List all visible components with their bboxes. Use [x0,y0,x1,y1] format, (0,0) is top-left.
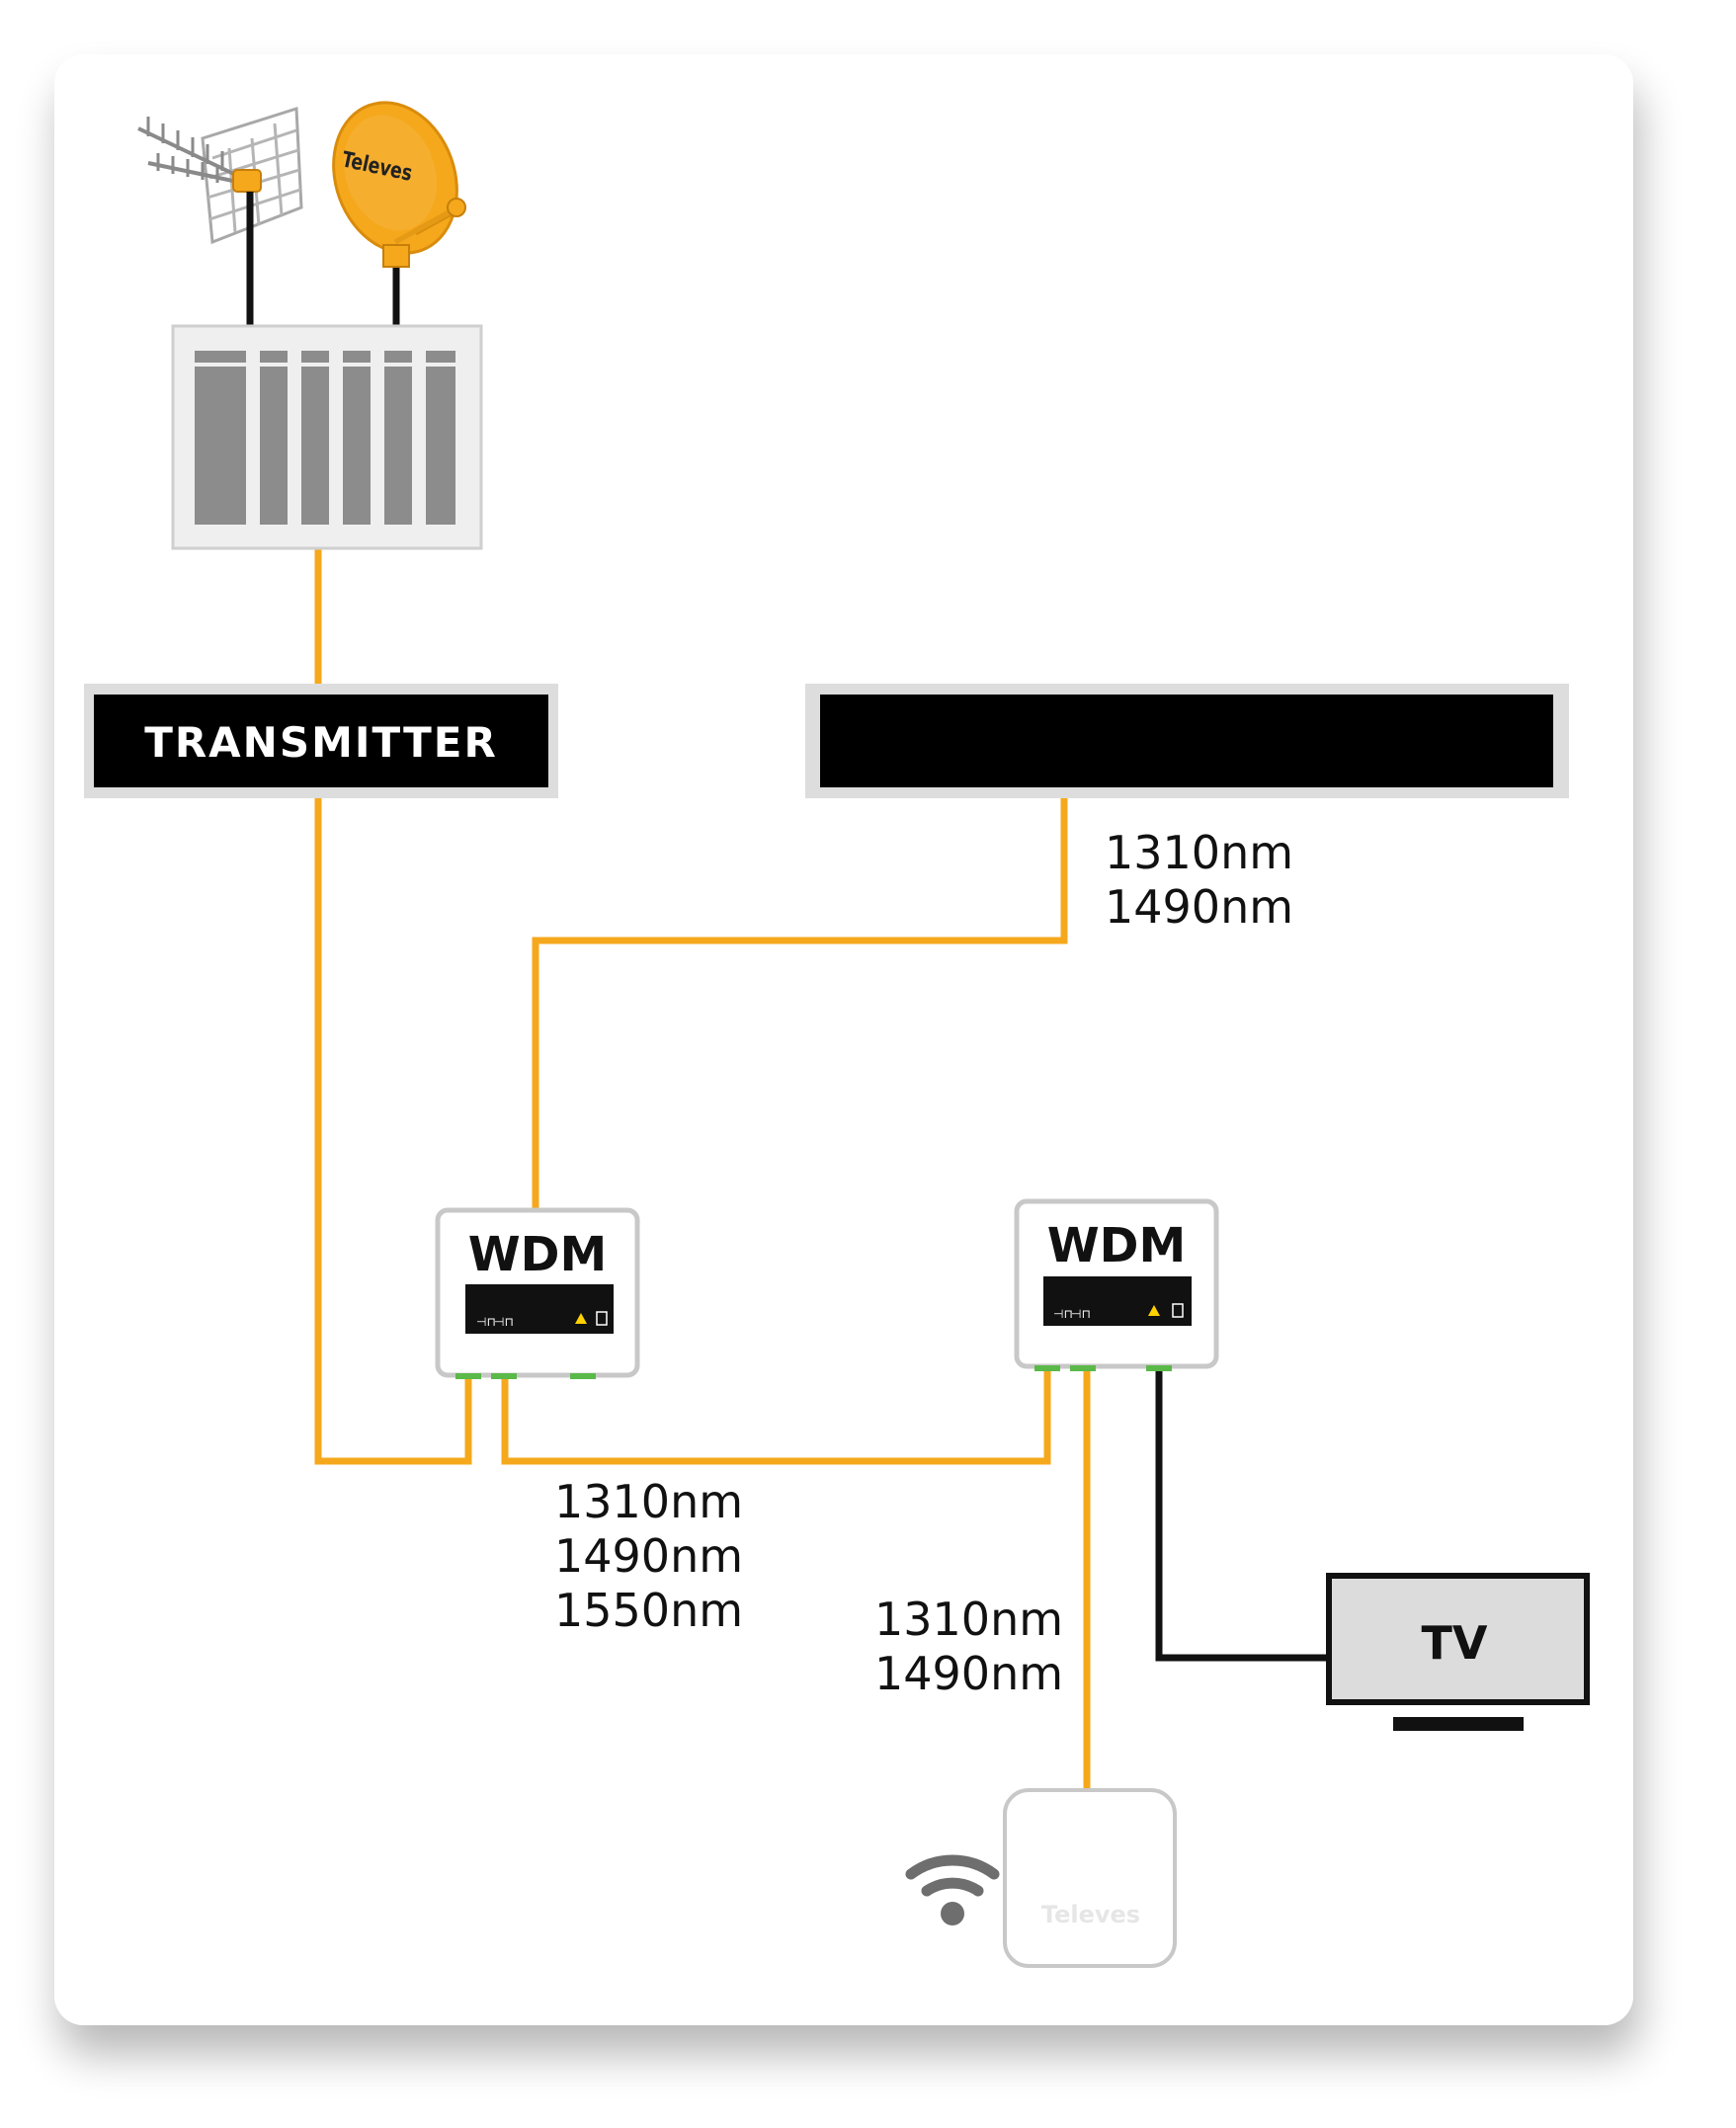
wavelength-label: 1310nm [554,1475,743,1528]
wdm-right-panel [1043,1276,1192,1326]
cables [246,237,1329,1790]
port-icon [596,1311,608,1326]
svg-text:⊣⊓: ⊣⊓ [476,1315,496,1329]
wdm-right-device: WDM ⊣⊓ ⊣⊓ [1014,1198,1219,1371]
warning-icon [575,1313,587,1324]
headend-module [301,351,329,525]
green-port [491,1373,517,1379]
green-port [1034,1365,1060,1371]
headend-module [343,351,371,525]
headend-module [426,351,455,525]
wdm-left-panel [465,1284,614,1334]
green-port [455,1373,481,1379]
wifi-icon [905,1854,1000,1925]
transmitter-label: TRANSMITTER [144,718,498,767]
transmitter-wdm-fiber [314,798,472,1465]
wdm-wdm-fiber [501,1368,1051,1465]
ont-router-device: Televes [1003,1788,1177,1968]
headend-rack [171,324,483,550]
headend-module [260,351,288,525]
svg-text:⊣⊓: ⊣⊓ [1071,1307,1091,1321]
satellite-dish-icon [332,101,466,268]
green-port [570,1373,596,1379]
wavelength-label: 1490nm [1105,880,1293,934]
wdm-link-wavelengths: 1310nm 1490nm 1550nm [554,1475,743,1637]
ont-link-wavelengths: 1310nm 1490nm [874,1593,1063,1700]
tv-label: TV [1422,1616,1488,1670]
headend-module [195,351,246,525]
wavelength-label: 1490nm [554,1529,743,1583]
wavelength-label: 1550nm [554,1584,743,1637]
svg-text:⊣⊓: ⊣⊓ [1053,1307,1073,1321]
wdm-right-label: WDM [1047,1218,1187,1273]
olt-block [805,684,1569,798]
ont-brand-text: Televes [1041,1901,1140,1928]
wdm-tv-coax [1155,1368,1329,1662]
tv-stand [1393,1717,1524,1731]
green-port [1070,1365,1096,1371]
wdm-left-label: WDM [468,1227,608,1282]
terrestrial-antenna-icon [137,106,303,245]
olt-link-wavelengths: 1310nm 1490nm [1105,826,1293,934]
svg-text:⊣⊓: ⊣⊓ [494,1315,514,1329]
tv-icon: TV [1326,1573,1590,1731]
wdm-left-device: WDM ⊣⊓ ⊣⊓ [435,1207,640,1379]
olt-wdm-fiber [532,798,1068,1210]
wavelength-label: 1310nm [1105,826,1293,879]
port-icon [1172,1303,1184,1318]
warning-icon [1148,1305,1160,1316]
wavelength-label: 1310nm [874,1593,1063,1646]
green-port [1146,1365,1172,1371]
transmitter-block: TRANSMITTER [84,684,558,798]
headend-module [384,351,412,525]
wavelength-label: 1490nm [874,1647,1063,1700]
